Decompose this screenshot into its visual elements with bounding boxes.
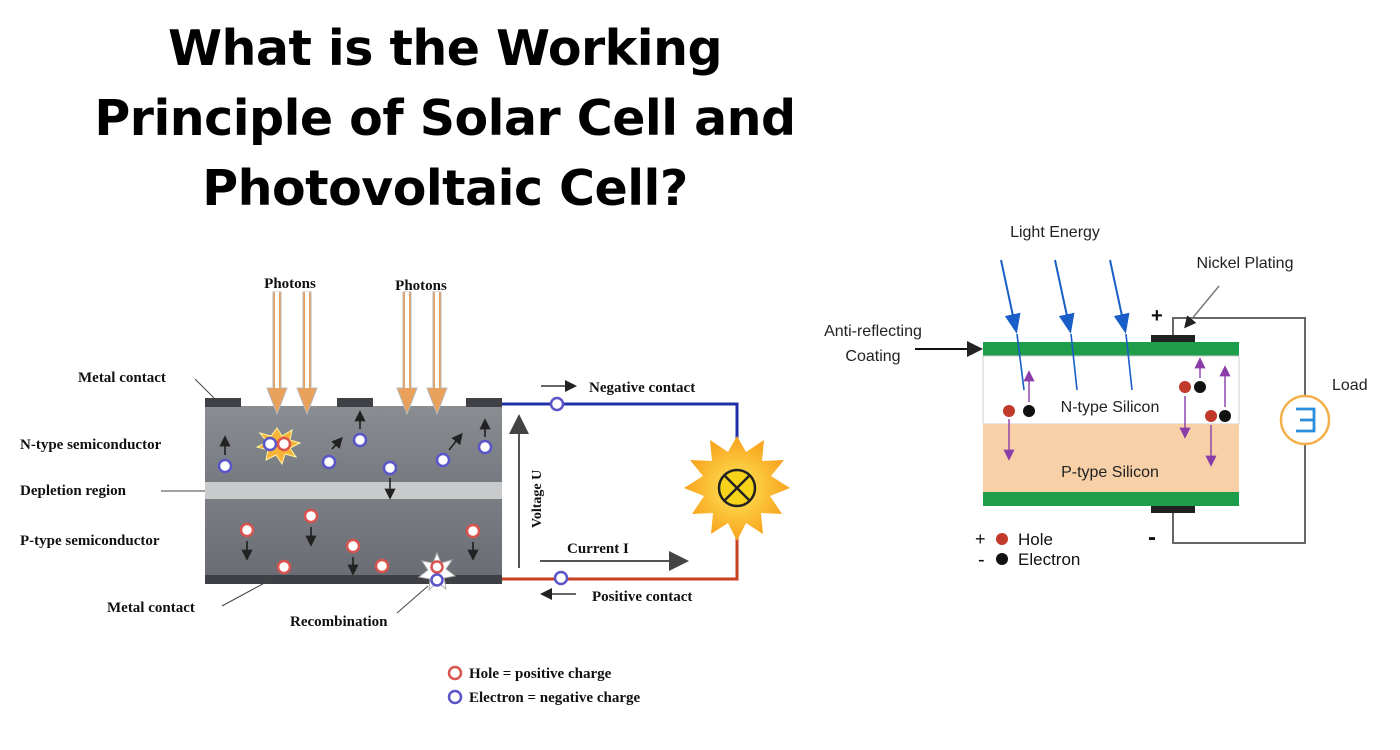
metal-contact-bottom-label: Metal contact	[107, 600, 195, 616]
p-type-label: P-type semiconductor	[20, 533, 160, 549]
wire-electron-top	[549, 396, 565, 412]
n-type-label: N-type semiconductor	[20, 437, 162, 453]
current-label: Current I	[567, 541, 629, 557]
electron	[477, 439, 493, 455]
bottom-wire	[1172, 443, 1306, 544]
n-layer-electrons	[217, 432, 493, 476]
electron	[217, 458, 233, 474]
bottom-green-layer	[983, 492, 1239, 506]
positive-terminal-label: +	[1151, 305, 1163, 327]
electron	[382, 460, 398, 476]
hole	[465, 523, 481, 539]
legend-electron-icon	[447, 689, 463, 705]
anti-reflective-layer	[983, 342, 1239, 356]
photons-label-right: Photons	[395, 278, 447, 294]
anti-reflecting-label: Anti-reflecting	[824, 323, 922, 340]
wire-electron-bottom	[553, 570, 569, 586]
electron-dot	[1023, 405, 1035, 417]
burst-hole	[276, 436, 292, 452]
depletion-label: Depletion region	[20, 483, 127, 499]
light-ray-1	[1000, 259, 1021, 334]
title-line-1: What is the Working	[167, 20, 723, 77]
recombination-label: Recombination	[290, 614, 388, 630]
legend-electron-text: Electron	[1018, 550, 1080, 569]
metal-contact-top-label: Metal contact	[78, 370, 166, 386]
nickel-plating-label: Nickel Plating	[1197, 255, 1294, 272]
top-metal-contact-3	[466, 398, 502, 407]
light-energy-label: Light Energy	[1010, 224, 1100, 241]
p-type-silicon-layer	[983, 424, 1239, 492]
title-line-3: Photovoltaic Cell?	[202, 160, 688, 217]
left-solar-cell-diagram: Photons Photons Metal contact N-type sem…	[20, 276, 790, 706]
legend-hole-icon	[447, 665, 463, 681]
electron	[321, 454, 337, 470]
legend-minus-sign: -	[978, 549, 985, 571]
hole-dot	[1179, 381, 1191, 393]
legend-hole-label: Hole = positive charge	[469, 666, 612, 682]
hole	[239, 522, 255, 538]
page-title: What is the Working Principle of Solar C…	[40, 14, 850, 224]
hole	[345, 538, 361, 554]
hole	[303, 508, 319, 524]
top-metal-contact-1	[205, 398, 241, 407]
right-solar-cell-diagram: Light Energy Nickel Plating Anti-reflect…	[824, 224, 1368, 571]
legend-electron-label: Electron = negative charge	[469, 690, 640, 706]
p-type-silicon-label: P-type Silicon	[1061, 464, 1159, 481]
negative-wire	[502, 402, 739, 470]
nickel-plating-arrow	[1184, 285, 1220, 329]
electron-dot	[1194, 381, 1206, 393]
legend-hole-text: Hole	[1018, 530, 1053, 549]
photon-arrows	[266, 291, 448, 416]
electron	[435, 452, 451, 468]
coating-label: Coating	[845, 348, 900, 365]
title-line-2: Principle of Solar Cell and	[94, 90, 796, 147]
legend-electron-dot	[996, 553, 1008, 565]
top-nickel-contact	[1151, 335, 1195, 342]
recombination-electron	[430, 573, 444, 587]
burst-electron	[262, 436, 278, 452]
voltage-label: Voltage U	[530, 470, 545, 528]
legend-plus-sign: +	[975, 529, 986, 549]
positive-contact-label: Positive contact	[592, 589, 692, 605]
n-type-silicon-label: N-type Silicon	[1061, 399, 1160, 416]
photons-label-left: Photons	[264, 276, 316, 292]
negative-contact-label: Negative contact	[589, 380, 695, 396]
top-wire	[1172, 317, 1306, 397]
hole	[276, 559, 292, 575]
legend-hole-dot	[996, 533, 1008, 545]
light-ray-2	[1054, 259, 1075, 334]
hole	[374, 558, 390, 574]
light-ray-3	[1109, 259, 1130, 334]
electron-dot	[1219, 410, 1231, 422]
hole-dot	[1205, 410, 1217, 422]
bottom-nickel-contact	[1151, 506, 1195, 513]
n-type-layer	[205, 406, 502, 482]
load-coil-icon	[1296, 407, 1316, 433]
negative-terminal-label: -	[1148, 524, 1156, 551]
load-label: Load	[1332, 377, 1368, 394]
top-metal-contact-2	[337, 398, 373, 407]
electron	[352, 432, 368, 448]
hole-dot	[1003, 405, 1015, 417]
bottom-metal-contact	[205, 575, 502, 584]
p-layer-holes	[239, 508, 481, 575]
depletion-layer	[205, 482, 502, 499]
light-rays	[1000, 259, 1130, 334]
recombination-hole	[430, 560, 444, 574]
